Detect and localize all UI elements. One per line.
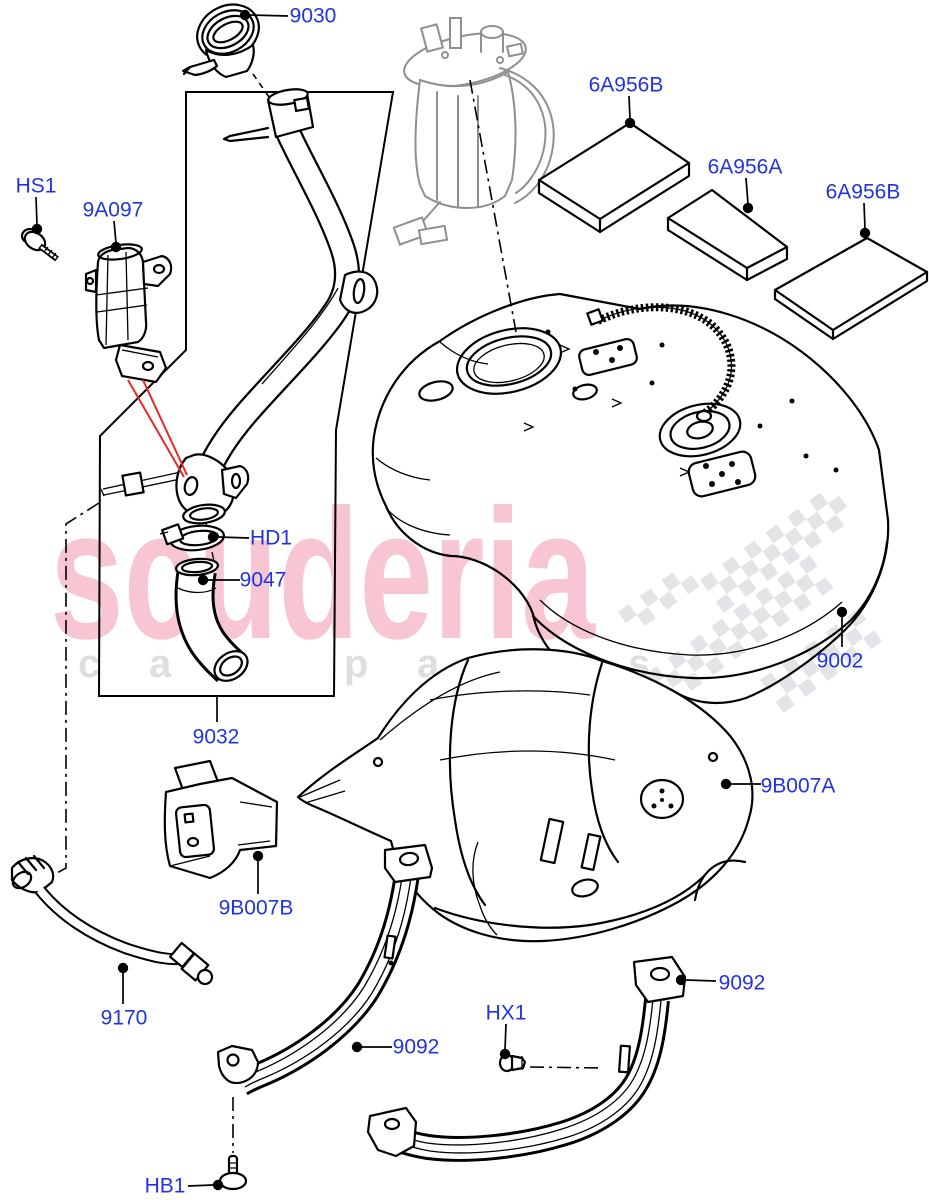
leader-dot <box>859 227 871 239</box>
screw-hs1-drawing <box>20 227 59 262</box>
leader-line <box>863 202 866 230</box>
part-label-9047-7[interactable]: 9047 <box>197 569 287 592</box>
part-label-6a956a-4[interactable]: 6A956A <box>708 156 783 214</box>
watermark-letter: p <box>344 642 368 686</box>
part-label-hd1-6[interactable]: HD1 <box>207 527 292 550</box>
part-number-text[interactable]: 6A956B <box>589 74 664 97</box>
part-label-9002-9[interactable]: 9002 <box>817 606 864 673</box>
filler-hose-drawing <box>174 557 249 683</box>
part-number-text[interactable]: 9092 <box>393 1036 440 1059</box>
fuel-tank-fill <box>372 294 889 704</box>
part-number-text[interactable]: 9030 <box>290 5 337 28</box>
watermark-letter: a <box>149 642 172 686</box>
leader-dot <box>207 531 219 543</box>
filler-pipe-drawing <box>100 88 379 567</box>
red-locator-lines <box>127 379 188 478</box>
part-label-9092-15[interactable]: 9092 <box>675 972 766 995</box>
leader-line <box>35 196 38 226</box>
leader-line <box>745 177 749 205</box>
checkered-flag-watermark <box>618 492 883 723</box>
part-label-6a956b-3[interactable]: 6A956B <box>589 74 664 129</box>
leader-line <box>217 536 250 539</box>
part-number-text[interactable]: 6A956A <box>708 156 783 179</box>
part-label-hs1-1[interactable]: HS1 <box>16 175 57 235</box>
part-number-text[interactable]: 9092 <box>719 972 766 995</box>
part-label-6a956b-5[interactable]: 6A956B <box>826 181 901 239</box>
part-label-9b007a-10[interactable]: 9B007A <box>720 775 836 798</box>
leader-line <box>685 979 717 982</box>
leader-dot <box>720 778 732 790</box>
cap-assembly-dashes <box>252 73 270 98</box>
part-label-9030-0[interactable]: 9030 <box>239 5 337 28</box>
leader-dot <box>239 9 251 21</box>
leader-dot <box>836 606 848 618</box>
part-label-9170-12[interactable]: 9170 <box>101 962 148 1030</box>
part-label-9b007b-11[interactable]: 9B007B <box>219 850 294 920</box>
fuel-pump-module-ghost <box>392 17 555 333</box>
part-number-text[interactable]: HD1 <box>250 527 292 550</box>
part-label-9032-8[interactable]: 9032 <box>193 697 240 749</box>
watermark-brand-text: scuderia <box>50 472 597 678</box>
leader-line <box>628 95 631 120</box>
part-label-9092-13[interactable]: 9092 <box>351 1036 440 1059</box>
filler-pipe-detail-box <box>97 91 395 697</box>
leader-dot <box>742 202 754 214</box>
clip-hx1-drawing <box>498 1053 602 1073</box>
leader-line <box>248 14 289 17</box>
leader-line <box>504 1023 507 1051</box>
clip-centerline <box>529 1066 602 1069</box>
part-number-text[interactable]: HX1 <box>486 1002 527 1025</box>
bolt-hb1-drawing <box>218 1154 248 1191</box>
leader-dot <box>110 241 122 253</box>
tank-pad-drawings <box>537 121 929 341</box>
leader-line <box>187 1184 214 1187</box>
tank-strap-left-drawing <box>216 843 434 1153</box>
part-number-text[interactable]: 6A956B <box>826 181 901 204</box>
hose-clamp-drawing <box>159 523 225 552</box>
tank-filler-opening <box>455 327 563 395</box>
tank-strap-right-drawing <box>366 955 687 1162</box>
filler-pipe-bracket-drawing <box>84 243 173 384</box>
boundary-centerline <box>32 502 100 887</box>
leader-line <box>113 220 117 244</box>
part-number-text[interactable]: 9002 <box>817 650 864 673</box>
vent-hose-drawing <box>10 854 214 986</box>
part-number-text[interactable]: HS1 <box>16 175 57 198</box>
leader-dot <box>117 962 129 974</box>
part-number-text[interactable]: 9047 <box>240 569 287 592</box>
part-number-text[interactable]: 9170 <box>101 1007 148 1030</box>
part-label-9a097-2[interactable]: 9A097 <box>83 199 144 253</box>
leader-dot <box>252 850 264 862</box>
part-number-text[interactable]: HB1 <box>145 1175 186 1198</box>
part-number-text[interactable]: 9032 <box>193 726 240 749</box>
part-label-hx1-14[interactable]: HX1 <box>486 1002 527 1060</box>
leader-dot <box>624 117 636 129</box>
leader-dot <box>197 574 209 586</box>
watermark-letter: c <box>78 642 100 686</box>
leader-dot <box>675 974 687 986</box>
leader-dot <box>212 1179 224 1191</box>
pump-assembly-centerline <box>469 79 517 333</box>
leader-dot <box>351 1041 363 1053</box>
part-number-text[interactable]: 9A097 <box>83 199 144 222</box>
part-label-hb1-16[interactable]: HB1 <box>145 1175 224 1198</box>
leader-dot <box>31 223 43 235</box>
part-number-text[interactable]: 9B007B <box>219 897 294 920</box>
fuel-tank-drawing <box>371 292 890 705</box>
tank-pump-opening <box>658 402 742 458</box>
part-number-text[interactable]: 9B007A <box>761 775 836 798</box>
leader-dot <box>499 1048 511 1060</box>
shield-bracket-drawing <box>163 759 279 880</box>
